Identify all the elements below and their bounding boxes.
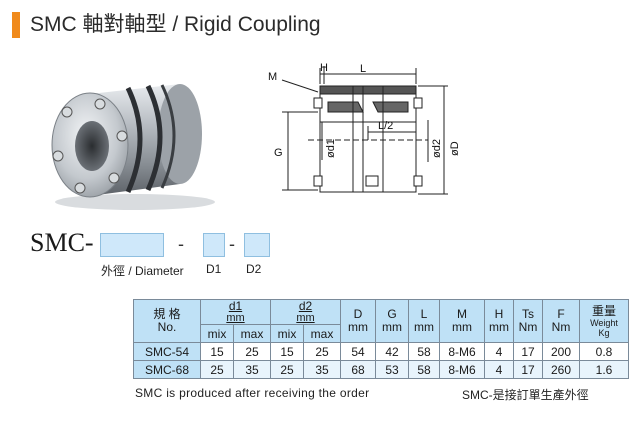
- header-d1-min: mix: [200, 324, 234, 343]
- cell-weight: 0.8: [579, 342, 629, 361]
- drawing-label-L2: L/2: [378, 120, 393, 132]
- production-note-chinese: SMC-是接訂單生產外徑: [462, 388, 589, 402]
- cell-F: 200: [542, 342, 580, 361]
- cell-d1-max: 25: [233, 342, 271, 361]
- cell-H: 4: [484, 360, 514, 379]
- header-M: M mm: [439, 299, 485, 343]
- header-F: F Nm: [542, 299, 580, 343]
- spec-table: 規 格 No. d1 mm d2 mm D mm G mm L mm: [133, 299, 629, 379]
- header-d1: d1 mm: [200, 299, 271, 325]
- header-D: D mm: [340, 299, 376, 343]
- order-code-prefix: SMC-: [30, 228, 94, 257]
- drawing-label-L: L: [360, 63, 366, 75]
- cell-F: 260: [542, 360, 580, 379]
- drawing-label-G: G: [274, 147, 283, 159]
- cell-D: 54: [340, 342, 376, 361]
- header-H: H mm: [484, 299, 514, 343]
- header-L: L mm: [408, 299, 440, 343]
- cell-model: SMC-54: [133, 342, 201, 361]
- header-d2: d2 mm: [270, 299, 341, 325]
- header-d2-min: mix: [270, 324, 304, 343]
- cell-L: 58: [408, 342, 440, 361]
- header-weight: 重量 Weight Kg: [579, 299, 629, 343]
- cell-d2-max: 35: [303, 360, 341, 379]
- cell-d2-max: 25: [303, 342, 341, 361]
- table-row: SMC-68 25 35 25 35 68 53 58 8-M6 4 17 26…: [133, 360, 629, 379]
- cell-M: 8-M6: [439, 342, 485, 361]
- header-G: G mm: [375, 299, 409, 343]
- production-note-english: SMC is produced after receiving the orde…: [135, 386, 370, 400]
- cell-H: 4: [484, 342, 514, 361]
- cell-M: 8-M6: [439, 360, 485, 379]
- cell-d2-min: 25: [270, 360, 304, 379]
- cell-d1-min: 25: [200, 360, 234, 379]
- cell-d2-min: 15: [270, 342, 304, 361]
- header-d1-max: max: [233, 324, 271, 343]
- drawing-label-d1: ød1: [325, 139, 337, 158]
- title-accent-bar: [12, 12, 20, 38]
- drawing-label-D: øD: [449, 141, 461, 156]
- cell-L: 58: [408, 360, 440, 379]
- d1-input-box: [203, 233, 225, 257]
- cell-Ts: 17: [513, 360, 543, 379]
- table-row: SMC-54 15 25 15 25 54 42 58 8-M6 4 17 20…: [133, 342, 629, 361]
- cell-d1-max: 35: [233, 360, 271, 379]
- cell-G: 42: [375, 342, 409, 361]
- order-code-dash: -: [229, 234, 235, 254]
- cell-D: 68: [340, 360, 376, 379]
- d2-input-box: [244, 233, 270, 257]
- cell-G: 53: [375, 360, 409, 379]
- cell-Ts: 17: [513, 342, 543, 361]
- drawing-label-H: H: [320, 62, 328, 74]
- cell-weight: 1.6: [579, 360, 629, 379]
- coupling-photo: [51, 84, 215, 210]
- drawing-label-M: M: [268, 71, 277, 83]
- d1-label: D1: [206, 262, 222, 276]
- page-title: SMC 軸對軸型 / Rigid Coupling: [30, 13, 321, 36]
- cell-model: SMC-68: [133, 360, 201, 379]
- drawing-label-d2: ød2: [431, 139, 443, 158]
- d2-label: D2: [246, 262, 262, 276]
- cell-d1-min: 15: [200, 342, 234, 361]
- diameter-label: 外徑 / Diameter: [101, 264, 184, 278]
- order-code-dash: -: [178, 234, 184, 254]
- header-d2-max: max: [303, 324, 341, 343]
- header-Ts: Ts Nm: [513, 299, 543, 343]
- header-model: 規 格 No.: [133, 299, 201, 343]
- technical-drawing: M H L L/2 G ød1 ød2 øD: [268, 62, 461, 195]
- diameter-input-box: [100, 233, 164, 257]
